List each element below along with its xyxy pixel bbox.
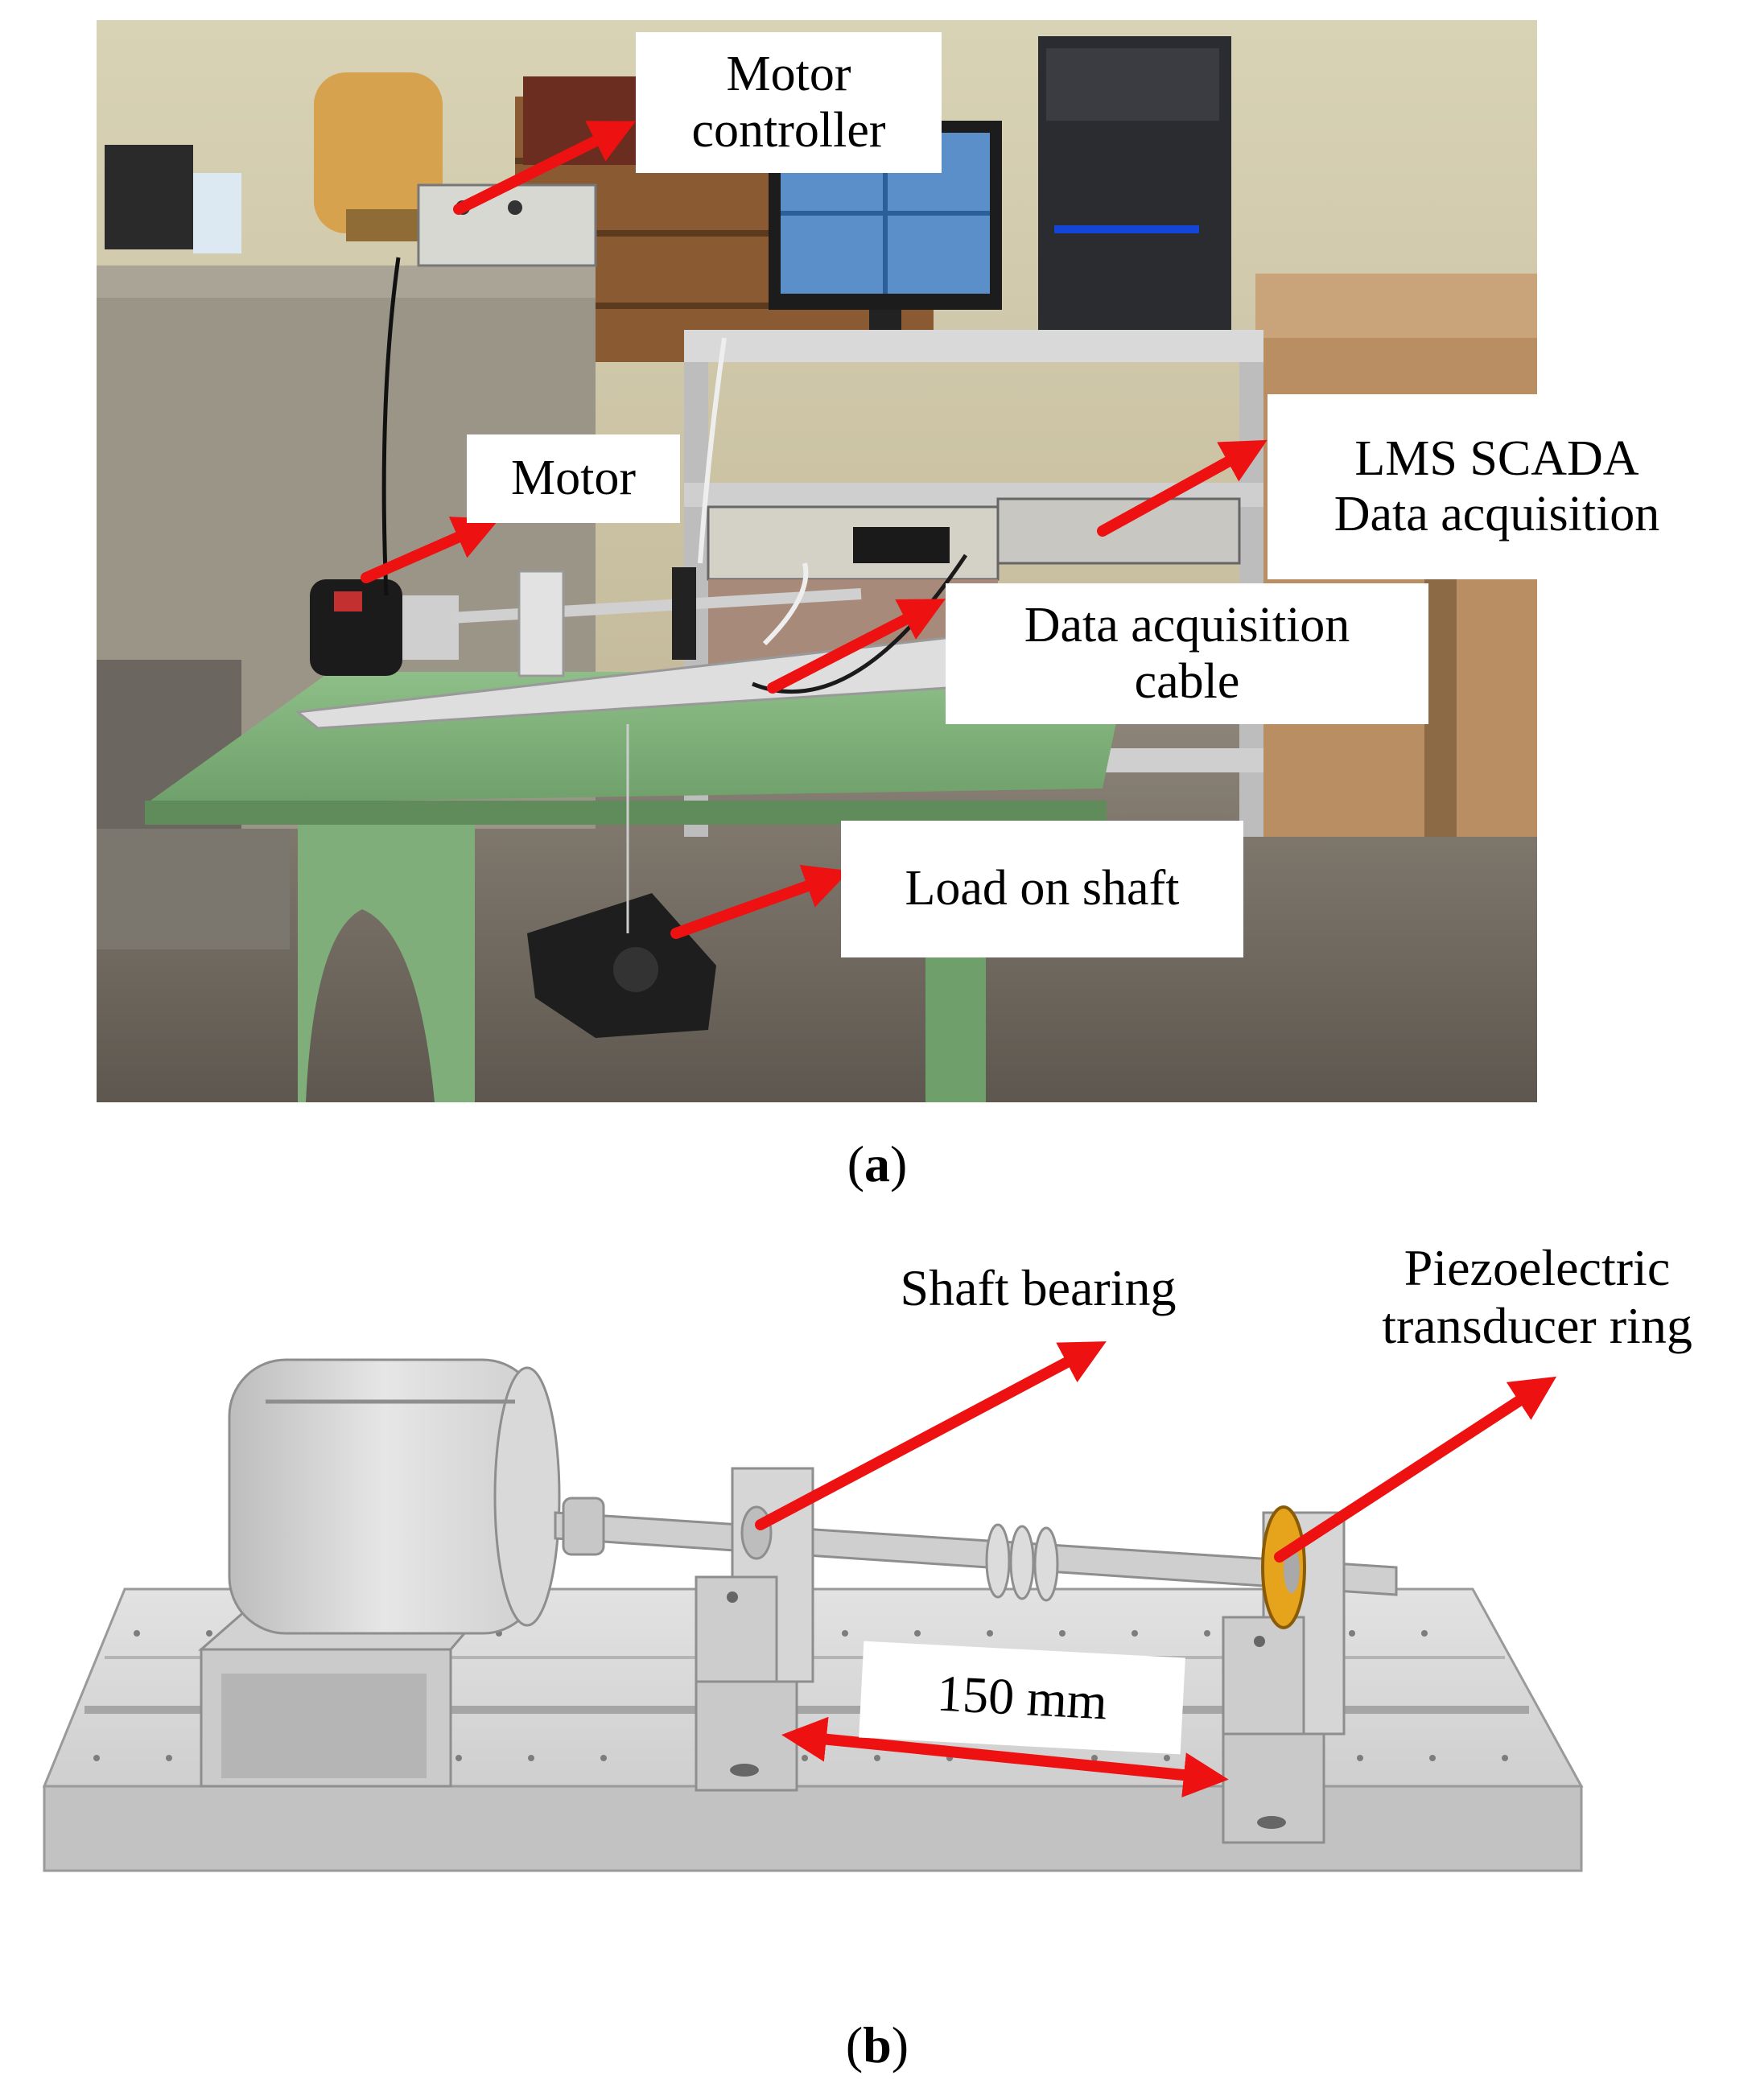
panel-b-arrows [755,1341,1557,1797]
model-motor-stand [198,1591,502,1788]
arrow-load-on-shaft [670,864,850,939]
model-piezo-ring [1261,1505,1306,1629]
arrow-daq-cable [767,599,946,694]
arrow-distance [781,1716,1229,1797]
label-load-on-shaft: Load on shaft [841,821,1243,957]
label-piezo-ring: Piezoelectric transducer ring [1382,1239,1692,1354]
label-distance: 150 mm [859,1641,1185,1755]
label-motor: Motor [467,434,680,523]
panel-a-arrows [361,121,1268,939]
arrow-piezo-ring [1274,1376,1557,1563]
model-bearing-left [695,1467,814,1792]
arrow-lms-scada [1097,439,1268,537]
label-daq-cable: Data acquisition cable [946,583,1428,724]
label-motor-controller: Motor controller [636,32,942,173]
caption-b: (b) [845,2016,909,2073]
arrow-motor-controller [453,121,637,215]
arrow-motor [361,517,500,583]
arrow-shaft-bearing [755,1341,1107,1530]
model-motor [228,1358,561,1635]
label-lms-scada: LMS SCADA Data acquisition [1268,394,1726,579]
caption-a: (a) [847,1135,908,1192]
label-shaft-bearing: Shaft bearing [900,1259,1177,1316]
